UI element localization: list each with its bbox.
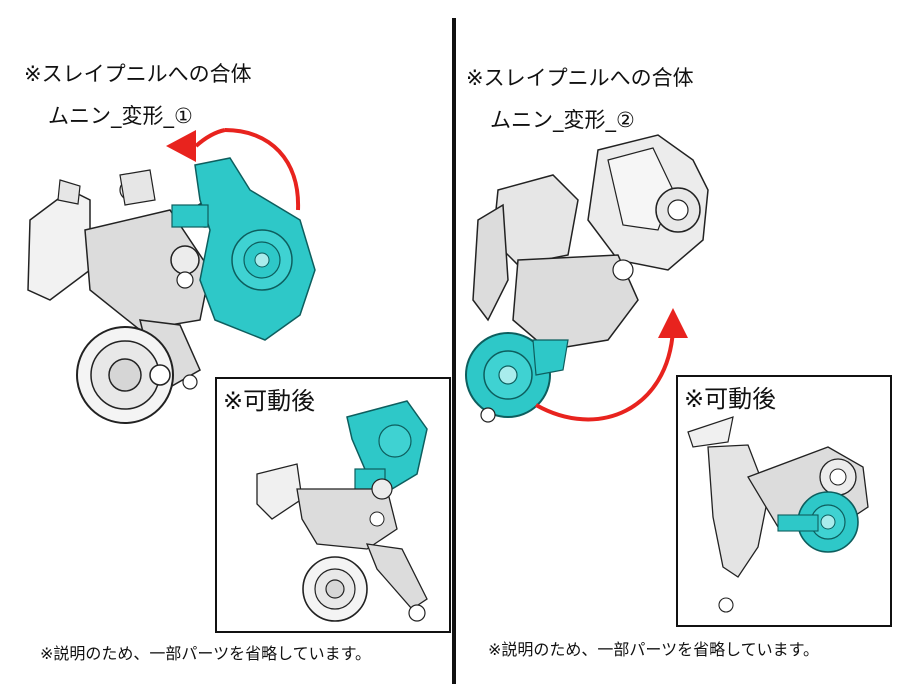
right-inset-box: ※可動後 — [676, 375, 892, 627]
right-title: ※スレイプニルへの合体 — [466, 66, 694, 90]
right-rotation-arrow — [535, 329, 675, 422]
right-note: ※説明のため、一部パーツを省略しています。 — [488, 640, 820, 659]
left-title: ※スレイプニルへの合体 — [24, 62, 252, 86]
left-subtitle: ムニン_変形_① — [48, 104, 193, 128]
left-inset-illustration — [256, 400, 428, 622]
left-arrow-head — [166, 130, 196, 162]
left-note: ※説明のため、一部パーツを省略しています。 — [40, 644, 372, 663]
panel-divider — [452, 18, 456, 684]
left-panel: ※スレイプニルへの合体 ムニン_変形_① ※可動後 — [24, 62, 451, 663]
left-rotation-arrow — [224, 128, 301, 211]
right-arrow-head — [658, 308, 688, 338]
right-inset-illustration — [687, 416, 869, 613]
left-inset-box: ※可動後 — [215, 377, 451, 633]
right-subtitle: ムニン_変形_② — [490, 108, 635, 132]
right-inset-label: ※可動後 — [684, 385, 777, 413]
right-main-illustration — [465, 134, 709, 423]
right-panel: ※スレイプニルへの合体 ムニン_変形_② ※可動後 — [458, 0, 900, 700]
left-inset-label: ※可動後 — [223, 387, 316, 415]
left-main-illustration — [27, 128, 316, 424]
